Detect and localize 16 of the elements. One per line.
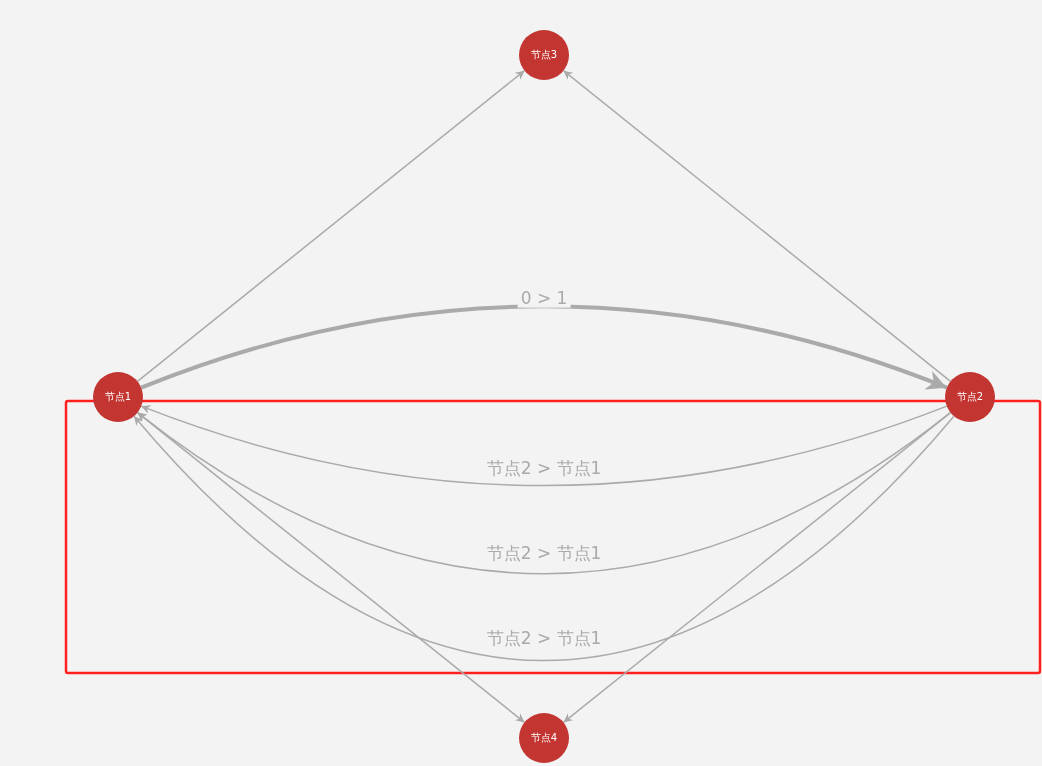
arrow <box>562 69 952 383</box>
node-circle <box>93 372 143 422</box>
arrow <box>562 411 952 724</box>
arrow <box>133 415 955 662</box>
arrow <box>136 69 526 383</box>
node-circle <box>519 30 569 80</box>
edge-label: 0 > 1 <box>517 288 571 308</box>
node-label: 节点4 <box>530 731 558 745</box>
arrow <box>136 411 526 724</box>
node-label: 节点1 <box>104 390 132 404</box>
arrow <box>140 405 948 487</box>
node-label: 节点3 <box>530 48 558 62</box>
arrow <box>140 304 948 391</box>
node-circle <box>945 372 995 422</box>
node-label: 节点2 <box>956 390 984 404</box>
node-circle <box>519 713 569 763</box>
